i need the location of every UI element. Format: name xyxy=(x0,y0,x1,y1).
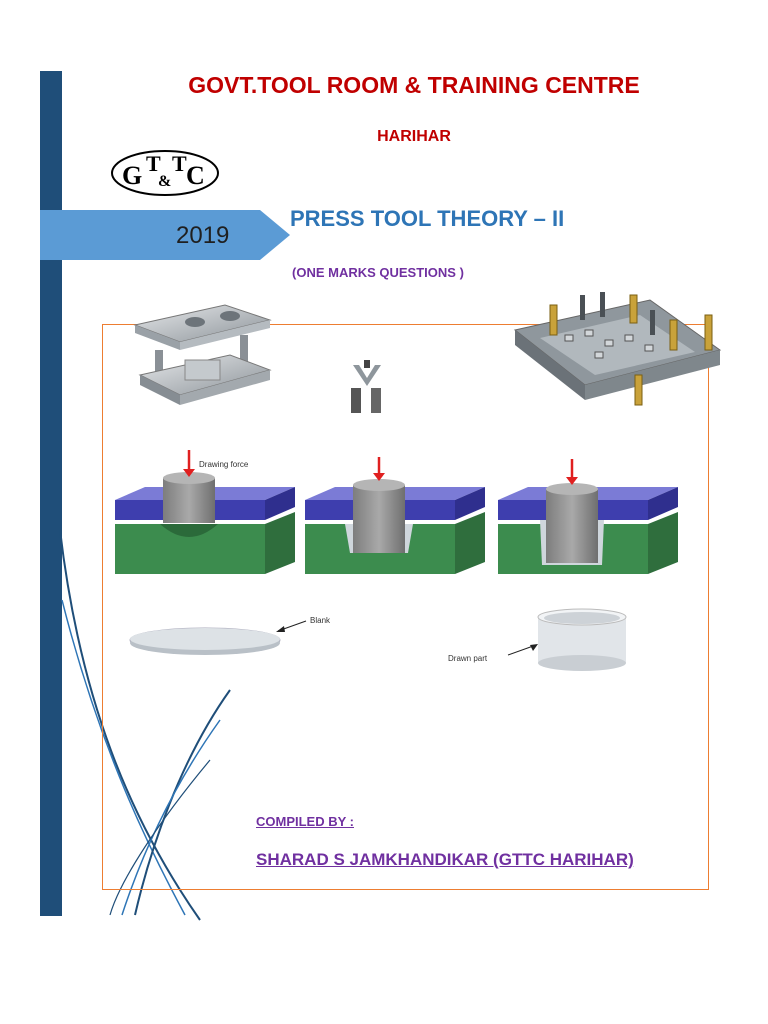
org-title: GOVT.TOOL ROOM & TRAINING CENTRE xyxy=(188,72,640,98)
logo-letter-c: C xyxy=(186,161,205,190)
year-label: 2019 xyxy=(176,222,230,249)
bending-die-image xyxy=(351,360,381,413)
press-tool-title: PRESS TOOL THEORY – II xyxy=(290,206,565,231)
logo-amp: & xyxy=(158,173,171,190)
logo-letter-t2: T xyxy=(172,151,187,176)
drawing-stage-1: Drawing force xyxy=(115,450,295,574)
progressive-die-image xyxy=(513,292,722,406)
one-marks-subtitle: (ONE MARKS QUESTIONS ) xyxy=(292,265,464,280)
drawing-stage-2 xyxy=(305,457,485,574)
location-title: HARIHAR xyxy=(377,128,451,145)
drawing-stage-3 xyxy=(498,459,678,574)
drawn-part-label: Drawn part xyxy=(448,654,488,663)
author-name: SHARAD S JAMKHANDIKAR (GTTC HARIHAR) xyxy=(256,850,634,869)
blank-label: Blank xyxy=(310,616,331,625)
die-set-image xyxy=(133,304,272,405)
blank-and-drawn-part: Blank Drawn part xyxy=(129,608,627,671)
content-frame xyxy=(102,324,709,890)
logo-letter-g: G xyxy=(122,161,142,190)
compiled-by-label: COMPILED BY : xyxy=(256,814,354,829)
side-bar xyxy=(40,71,62,916)
year-banner xyxy=(40,210,290,260)
drawing-force-label: Drawing force xyxy=(199,460,249,469)
logo-letter-t1: T xyxy=(146,151,161,176)
gttc-logo: G T & T C xyxy=(111,150,219,196)
drawing-process-diagram: Drawing force xyxy=(115,450,678,574)
